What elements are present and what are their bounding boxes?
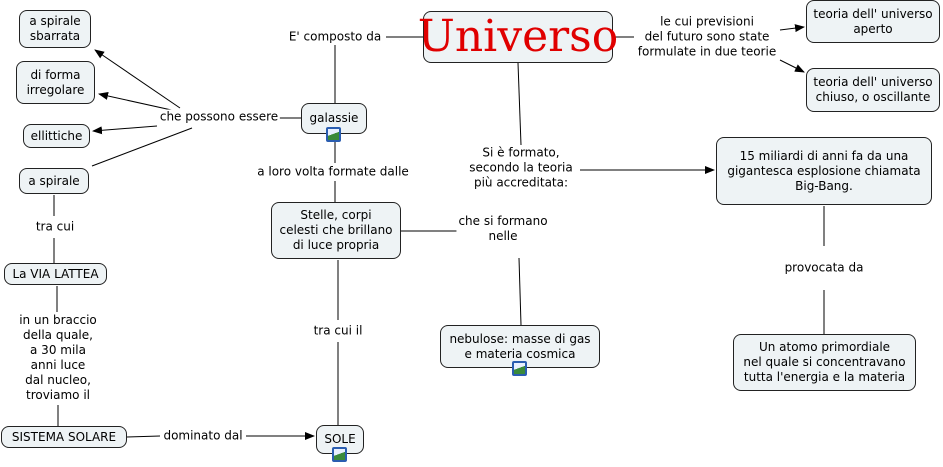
node-label: SISTEMA SOLARE xyxy=(11,429,117,444)
image-icon[interactable] xyxy=(332,447,347,462)
node-label: a spirale sbarrata xyxy=(29,14,81,43)
link-previsioni[interactable]: le cui previsioni del futuro sono state … xyxy=(635,14,779,60)
link-formate[interactable]: a loro volta formate dalle xyxy=(255,164,411,180)
node-label: galassie xyxy=(309,111,359,125)
image-icon[interactable] xyxy=(326,127,341,142)
node-teoria-aperto[interactable]: teoria dell' universo aperto xyxy=(806,0,940,43)
link-dominato[interactable]: dominato dal xyxy=(161,428,245,444)
node-atomo[interactable]: Un atomo primordiale nel quale si concen… xyxy=(733,334,916,391)
node-big-bang[interactable]: 15 miliardi di anni fa da una gigantesca… xyxy=(716,137,932,205)
node-teoria-chiuso[interactable]: teoria dell' universo chiuso, o oscillan… xyxy=(806,68,940,112)
image-icon[interactable] xyxy=(512,361,527,376)
universo-title: Universo xyxy=(417,11,619,62)
node-label: a spirale xyxy=(28,173,80,188)
node-spirale-sbarrata[interactable]: a spirale sbarrata xyxy=(19,10,91,48)
node-label: 15 miliardi di anni fa da una gigantesca… xyxy=(727,148,921,193)
node-label: La VIA LATTEA xyxy=(12,266,99,281)
node-universo[interactable]: Universo xyxy=(418,11,618,63)
node-sole[interactable]: SOLE xyxy=(316,425,364,462)
node-label: teoria dell' universo aperto xyxy=(813,6,933,36)
node-sistema-solare[interactable]: SISTEMA SOLARE xyxy=(1,426,127,448)
link-possono[interactable]: che possono essere xyxy=(157,109,281,125)
node-ellittiche[interactable]: ellittiche xyxy=(23,124,90,148)
link-braccio[interactable]: in un braccio della quale, a 30 mila ann… xyxy=(17,313,99,403)
node-label: SOLE xyxy=(324,432,356,446)
node-galassie[interactable]: galassie xyxy=(301,103,367,142)
node-nebulose[interactable]: nebulose: masse di gas e materia cosmica xyxy=(440,325,600,376)
node-forma-irregolare[interactable]: di forma irregolare xyxy=(16,61,95,104)
node-label: di forma irregolare xyxy=(26,67,85,97)
node-label: nebulose: masse di gas e materia cosmica xyxy=(449,331,591,361)
link-formano[interactable]: che si formano nelle xyxy=(456,214,550,244)
node-via-lattea[interactable]: La VIA LATTEA xyxy=(4,263,107,285)
node-stelle[interactable]: Stelle, corpi celesti che brillano di lu… xyxy=(271,202,401,259)
node-label: teoria dell' universo chiuso, o oscillan… xyxy=(813,75,933,104)
link-formato[interactable]: Si è formato, secondo la teoria più accr… xyxy=(467,145,575,191)
link-tra-cui[interactable]: tra cui xyxy=(33,219,77,235)
node-label: Stelle, corpi celesti che brillano di lu… xyxy=(279,208,393,252)
link-provocata[interactable]: provocata da xyxy=(782,260,866,276)
link-tra-cui-il[interactable]: tra cui il xyxy=(311,323,365,339)
node-spirale[interactable]: a spirale xyxy=(19,168,89,194)
node-label: Un atomo primordiale nel quale si concen… xyxy=(743,340,906,384)
link-composto[interactable]: E' composto da xyxy=(286,29,384,45)
node-label: ellittiche xyxy=(30,128,83,143)
